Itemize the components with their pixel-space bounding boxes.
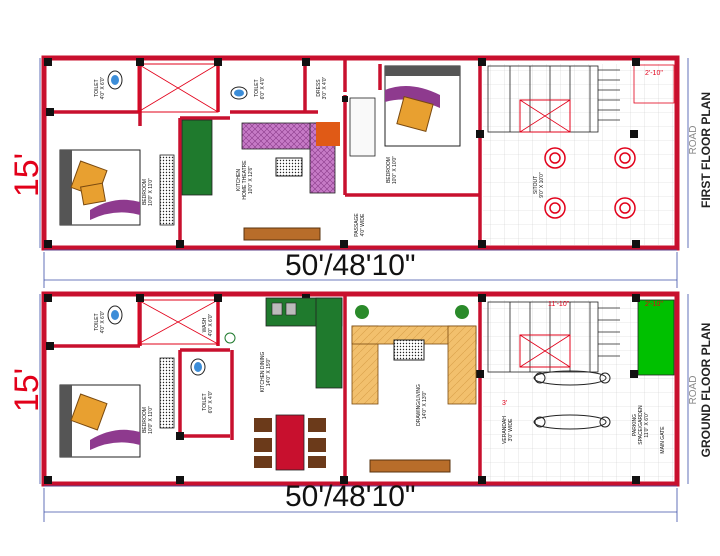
ff-kitchen-size: 10'0" X 12'6" xyxy=(248,166,254,194)
motorbikes xyxy=(533,370,611,430)
garden-dim-label: 2'-10" xyxy=(645,301,663,308)
ff-bedroom-right-size: 10'0" X 10'0" xyxy=(392,156,398,184)
ff-toilet2-name: TOILET xyxy=(254,79,260,96)
gf-toilet1-size: 4'0" X 6'0" xyxy=(100,310,106,333)
stair-dim-ground-label: 11'-10" xyxy=(548,301,570,308)
gf-toilet2-name: TOILET xyxy=(202,393,208,410)
ff-dress-name: DRESS xyxy=(316,79,322,97)
gf-veranda-name: VERANDAH xyxy=(502,416,508,444)
ground-floor-plan: 11'-10" 2'-10" xyxy=(8,291,713,522)
gf-wash-size: 4'0" X 6'0" xyxy=(208,313,214,336)
ff-passage-size: 4'0" WIDE xyxy=(360,213,366,236)
gf-parking-name: PARKING xyxy=(632,414,638,436)
veranda-dim-label: 3' xyxy=(502,400,507,407)
ff-sitout-name: SITOUT xyxy=(533,176,539,194)
ground-floor-depth-dim: 15' xyxy=(8,368,46,412)
ff-kitchen-sub: HOME THEATRE xyxy=(242,160,248,200)
gf-toilet2-size: 6'0" X 4'0" xyxy=(208,390,214,413)
ff-passage-name: PASSAGE xyxy=(354,213,360,237)
ff-sitout-size: 9'0" X 10'0" xyxy=(539,172,545,198)
ff-bedroom-left-name: BEDROOM xyxy=(142,179,148,205)
first-floor-length-dim: 50'/48'10" xyxy=(285,249,416,282)
first-floor-depth-dim: 15' xyxy=(8,153,46,197)
gf-parking-size: 11'0" X 6'0" xyxy=(644,412,650,437)
ff-toilet1-name: TOILET xyxy=(94,79,100,96)
gf-wash-name: WASH xyxy=(202,317,208,332)
gf-bedroom-name: BEDROOM xyxy=(142,407,148,433)
gf-veranda-size: 3'0" WIDE xyxy=(508,418,514,441)
ff-dress-size: 3'0" X 4'0" xyxy=(322,76,328,99)
gf-drawing-name: DRAWING/LIVING xyxy=(416,384,422,426)
garden-patch xyxy=(637,299,675,376)
gf-toilet1-name: TOILET xyxy=(94,313,100,330)
ff-bedroom-right-name: BEDROOM xyxy=(386,157,392,183)
ff-kitchen-name: KITCHEN xyxy=(236,169,242,191)
gf-main-gate: MAIN GATE xyxy=(660,426,666,454)
ground-floor-road-label: ROAD xyxy=(688,376,699,405)
ground-floor-length-dim: 50'/48'10" xyxy=(285,480,416,513)
ff-toilet2-size: 6'0" X 4'0" xyxy=(260,76,266,99)
gf-drawing-size: 14'0" X 13'0" xyxy=(422,391,428,419)
dining-table xyxy=(275,414,305,471)
ff-bedroom-left-size: 10'0" X 11'0" xyxy=(148,178,154,206)
ground-floor-title: GROUND FLOOR PLAN xyxy=(699,323,713,458)
gf-parking-sub: SPACE/GARDEN xyxy=(638,405,644,445)
first-floor-title: FIRST FLOOR PLAN xyxy=(699,92,713,208)
gf-kitchen-size: 14'0" X 15'0" xyxy=(266,358,272,386)
first-floor-road-label: ROAD xyxy=(688,126,699,155)
stair-dim-label: 2'-10" xyxy=(645,70,663,77)
first-floor-plan: 2'-10" xyxy=(8,55,713,288)
ff-toilet1-size: 4'0" X 6'0" xyxy=(100,76,106,99)
outer-wall xyxy=(41,55,680,251)
outer-wall-ground xyxy=(41,291,680,487)
gf-kitchen-name: KITCHEN DINING xyxy=(260,351,266,392)
gf-bedroom-size: 10'0" X 11'0" xyxy=(148,406,154,434)
sitout-chairs xyxy=(544,147,636,219)
